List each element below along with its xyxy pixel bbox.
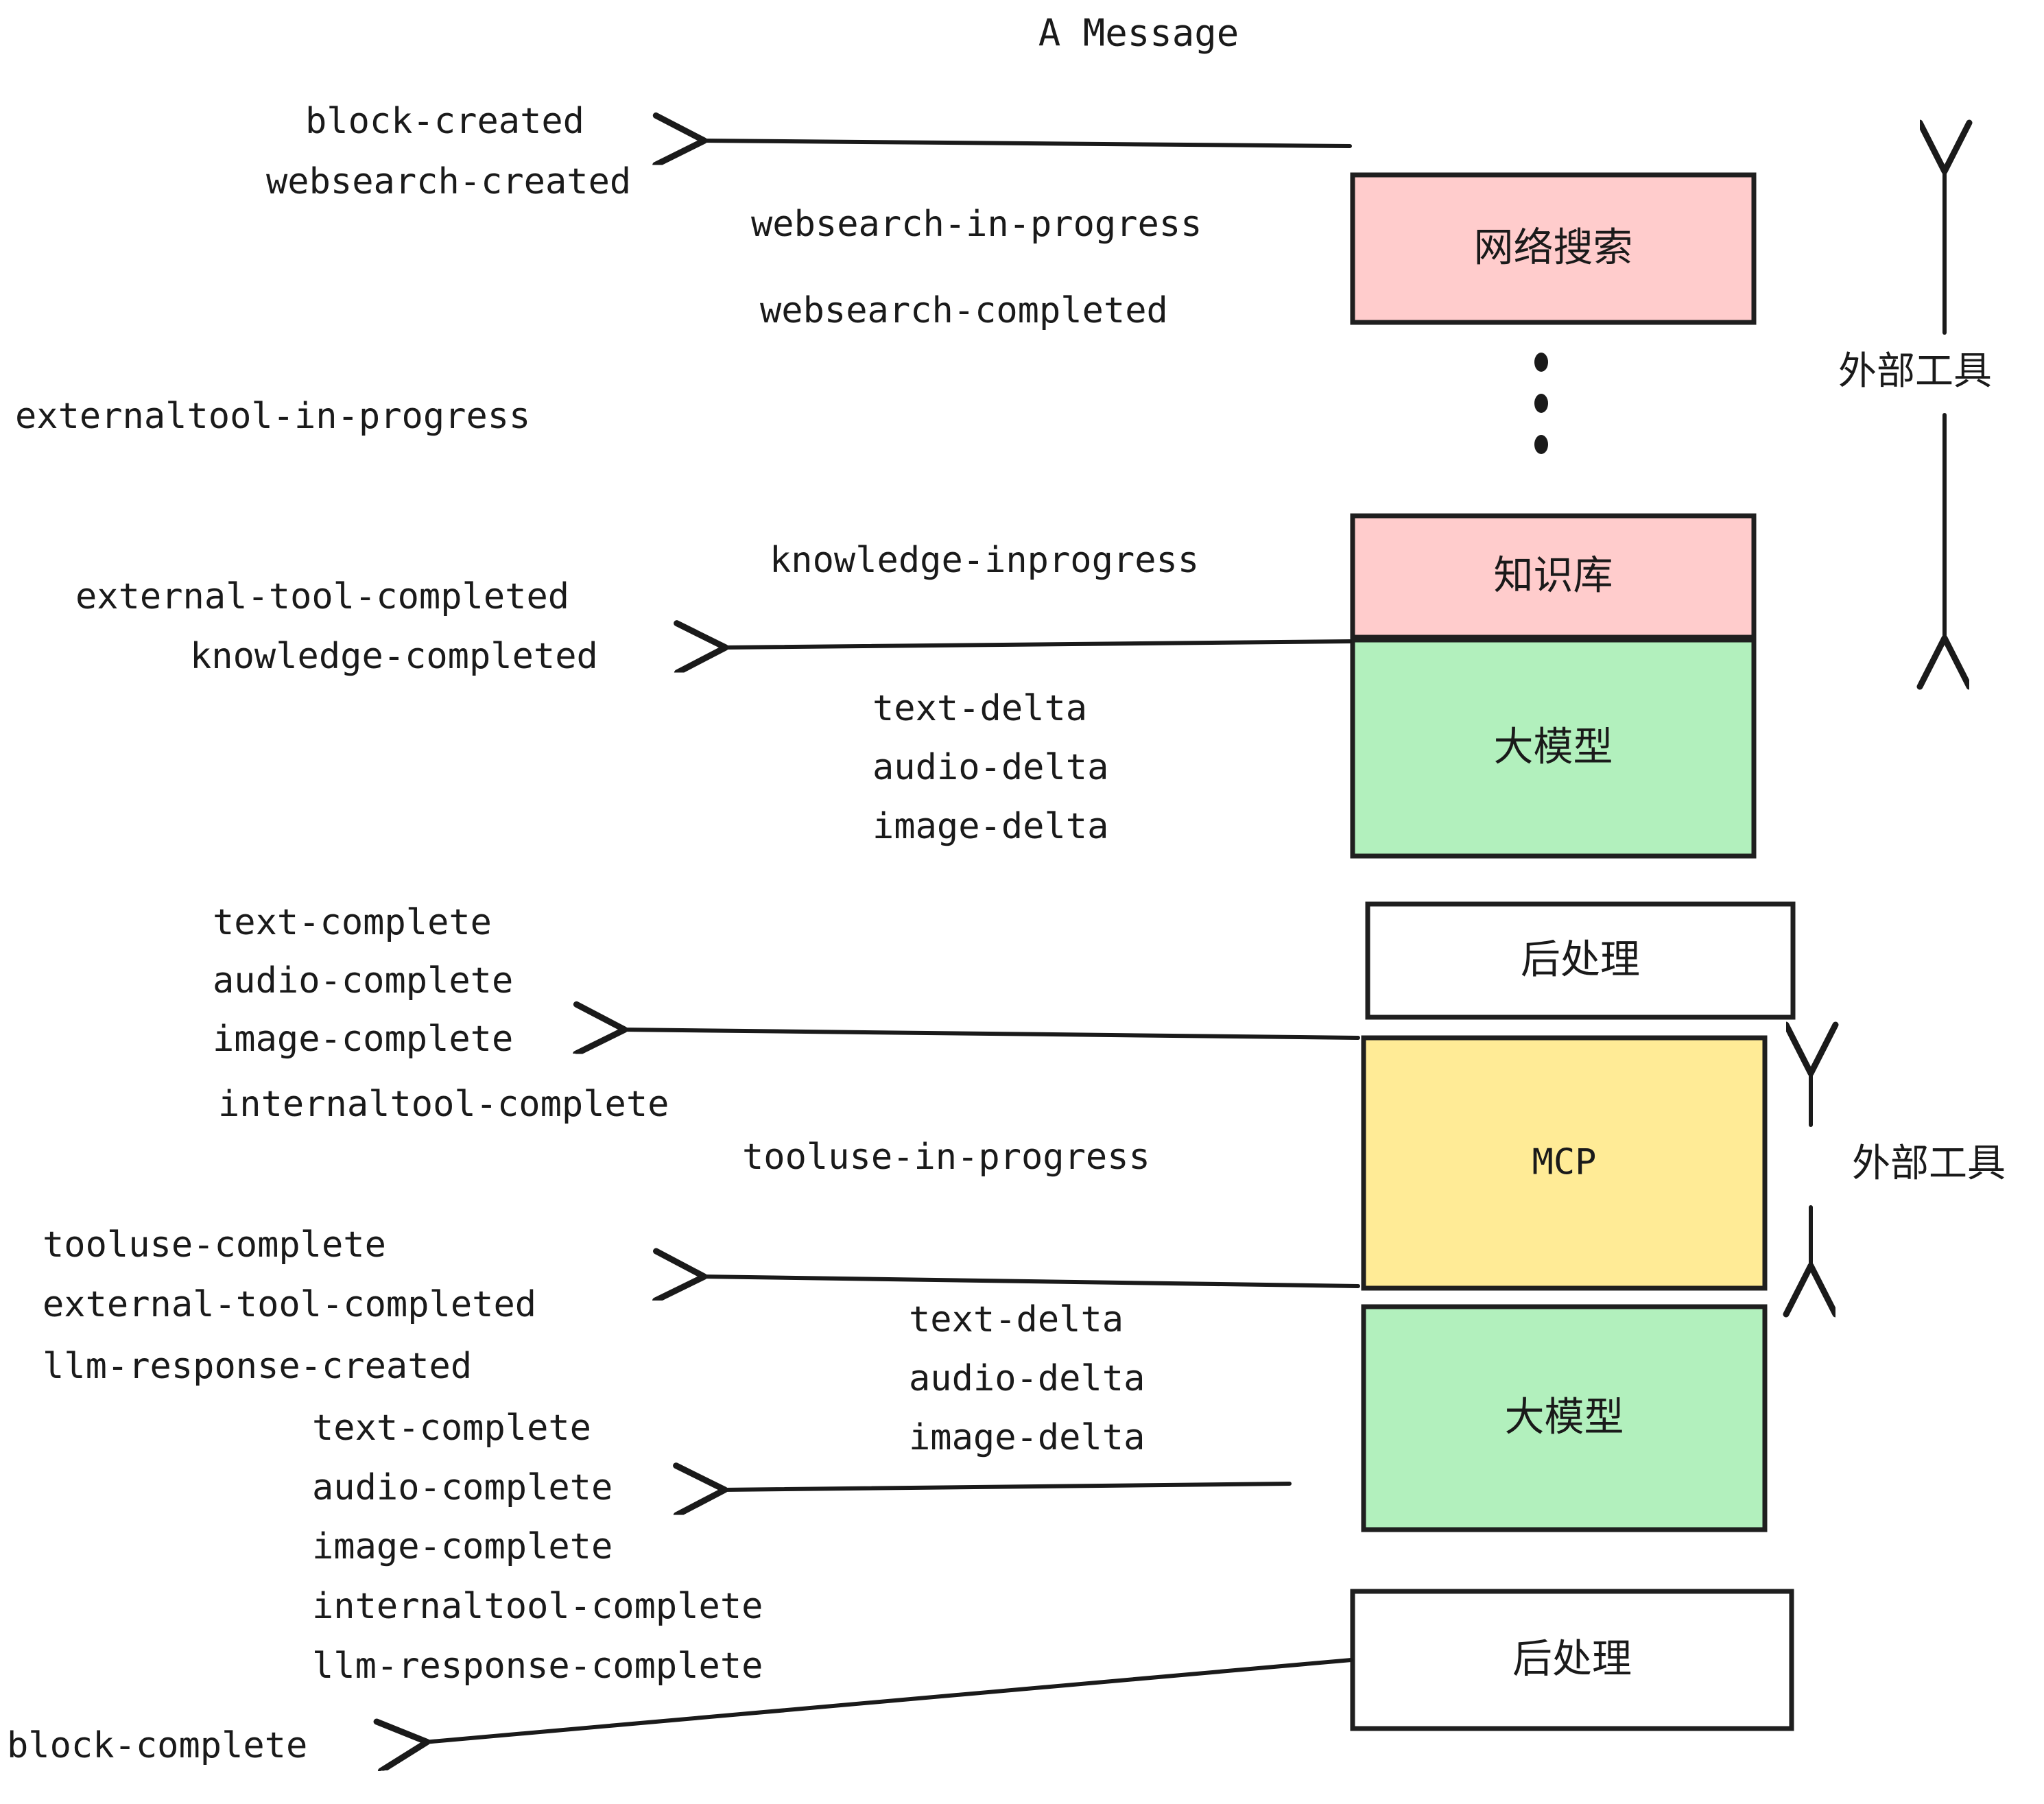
- event-label-websearch-completed: websearch-completed: [760, 290, 1168, 331]
- box-mcp-rect: [1361, 1035, 1768, 1291]
- event-label-externaltool-in-progress: externaltool-in-progress: [15, 396, 530, 437]
- event-label-image-complete-2: image-complete: [312, 1526, 613, 1567]
- event-label-internaltool-complete-1: internaltool-complete: [218, 1084, 669, 1125]
- event-label-audio-delta-1: audio-delta: [872, 747, 1108, 788]
- ellipsis-dot-2: [1534, 394, 1548, 413]
- event-label-image-delta-2: image-delta: [909, 1417, 1145, 1458]
- arrow-block-complete: [424, 1658, 1353, 1742]
- event-label-websearch-in-progress: websearch-in-progress: [751, 204, 1202, 245]
- event-label-llm-response-complete: llm-response-complete: [312, 1646, 763, 1687]
- external-tool-bracket-1: 外部工具: [1838, 168, 1992, 641]
- box-knowledge-rect: [1350, 513, 1757, 640]
- box-llm-bottom-rect: [1361, 1304, 1768, 1532]
- event-label-image-complete-1: image-complete: [213, 1019, 513, 1060]
- arrow-websearch-created: [701, 141, 1352, 146]
- box-post-bottom[interactable]: 后处理: [1350, 1589, 1794, 1731]
- box-llm-top-rect: [1350, 637, 1757, 859]
- ellipsis-dot-1: [1534, 353, 1548, 372]
- event-label-block-created: block-created: [305, 101, 584, 142]
- event-label-tooluse-complete: tooluse-complete: [43, 1224, 386, 1266]
- box-websearch-label: 网络搜索: [1473, 224, 1632, 271]
- arrow-image-complete: [621, 1030, 1360, 1038]
- event-label-text-complete-2: text-complete: [312, 1408, 591, 1449]
- event-arrows: [424, 141, 1360, 1742]
- event-label-audio-delta-2: audio-delta: [909, 1358, 1145, 1399]
- event-label-audio-complete-2: audio-complete: [312, 1467, 613, 1508]
- box-websearch-rect: [1350, 172, 1757, 325]
- event-label-image-delta-1: image-delta: [872, 806, 1108, 847]
- box-post-bottom-label: 后处理: [1512, 1635, 1632, 1682]
- event-label-websearch-created: websearch-created: [266, 161, 631, 202]
- box-websearch[interactable]: 网络搜索: [1350, 172, 1757, 325]
- box-knowledge[interactable]: 知识库: [1350, 513, 1757, 640]
- event-label-knowledge-completed: knowledge-completed: [190, 636, 598, 677]
- event-label-text-delta-1: text-delta: [872, 688, 1087, 729]
- event-label-external-tool-completed-2: external-tool-completed: [43, 1284, 536, 1325]
- box-post-top-rect: [1365, 901, 1796, 1020]
- event-label-knowledge-inprogress: knowledge-inprogress: [770, 540, 1199, 581]
- side-label-external-tool-top: 外部工具: [1838, 349, 1992, 394]
- page-title: A Message: [1038, 12, 1239, 55]
- event-label-llm-response-created: llm-response-created: [43, 1346, 472, 1387]
- box-post-bottom-rect: [1350, 1589, 1794, 1731]
- event-label-audio-complete-1: audio-complete: [213, 960, 513, 1001]
- side-label-external-tool-bottom: 外部工具: [1852, 1141, 2006, 1186]
- box-llm-bottom[interactable]: 大模型: [1361, 1304, 1768, 1532]
- event-label-text-delta-2: text-delta: [909, 1299, 1124, 1340]
- box-post-top[interactable]: 后处理: [1365, 901, 1796, 1020]
- event-label-internaltool-complete-2: internaltool-complete: [312, 1586, 763, 1627]
- box-post-top-label: 后处理: [1521, 936, 1640, 983]
- ellipsis-dot-3: [1534, 435, 1548, 454]
- arrow-tooluse-complete: [701, 1277, 1360, 1286]
- arrow-knowledge-completed: [722, 641, 1352, 648]
- event-label-external-tool-completed-1: external-tool-completed: [75, 576, 569, 617]
- event-labels: block-created websearch-created websearch-…: [7, 101, 1202, 1766]
- event-label-text-complete-1: text-complete: [213, 902, 492, 943]
- event-label-tooluse-in-progress: tooluse-in-progress: [742, 1137, 1150, 1178]
- external-tool-bracket-2: 外部工具: [1811, 1070, 2006, 1269]
- box-mcp-label: MCP: [1532, 1142, 1597, 1183]
- event-label-block-complete: block-complete: [7, 1725, 307, 1766]
- box-mcp[interactable]: MCP: [1361, 1035, 1768, 1291]
- ellipsis-dots: [1534, 353, 1548, 454]
- box-knowledge-label: 知识库: [1493, 552, 1613, 599]
- arrow-audio-complete: [722, 1484, 1292, 1490]
- box-llm-bottom-label: 大模型: [1504, 1394, 1624, 1440]
- box-llm-top[interactable]: 大模型: [1350, 637, 1757, 859]
- box-llm-top-label: 大模型: [1493, 724, 1613, 770]
